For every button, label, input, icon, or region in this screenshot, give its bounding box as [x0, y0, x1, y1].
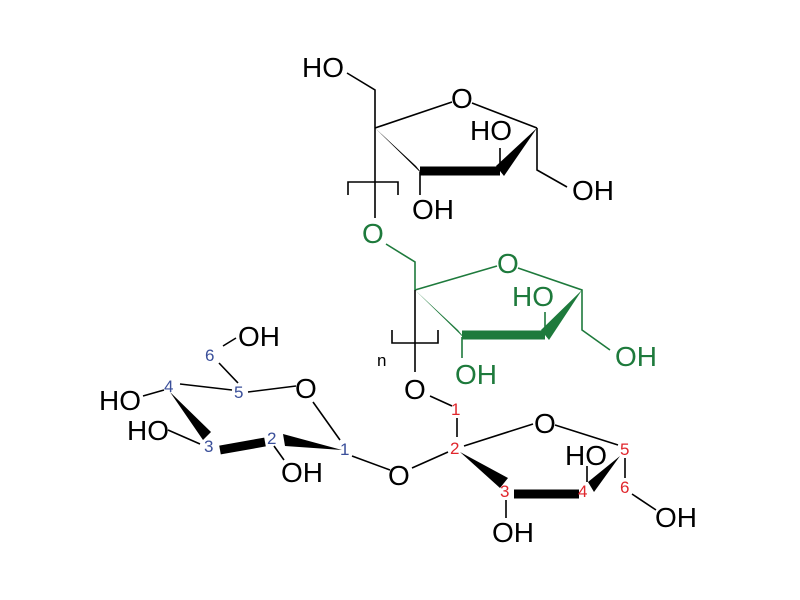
- oh-label: OH: [281, 457, 323, 488]
- carbon-number: 4: [164, 377, 173, 396]
- repeat-bracket: [391, 330, 439, 344]
- carbon-number: 1: [340, 440, 349, 459]
- wedge-bond: [588, 456, 620, 492]
- top-fructose-unit: HO O HO OH OH: [302, 52, 614, 225]
- bond: [374, 101, 568, 195]
- carbon-number: 1: [451, 400, 460, 419]
- wedge-bond: [415, 290, 466, 340]
- wedge-bond: [496, 128, 537, 176]
- carbon-number: 3: [204, 437, 213, 456]
- bond: [411, 395, 657, 518]
- wedge-bond: [283, 434, 342, 450]
- ring-oxygen: O: [497, 248, 519, 279]
- bond: [142, 337, 391, 471]
- ho-label: HO: [565, 440, 607, 471]
- bold-bond: [219, 437, 266, 455]
- ho-label: HO: [99, 385, 141, 416]
- repeat-bracket: [347, 181, 399, 195]
- carbon-number: 6: [205, 346, 214, 365]
- link-oxygen: O: [404, 374, 426, 405]
- ho-label: HO: [470, 115, 512, 146]
- sucrose-fructose-unit: O O HO OH OH 1 2 3 4 5 6: [388, 395, 697, 548]
- bond: [346, 72, 376, 218]
- glucose-unit: O OH HO HO OH 1 2 3 4 5 6: [99, 321, 391, 488]
- carbon-number: 4: [578, 482, 587, 501]
- carbon-number: 5: [234, 383, 243, 402]
- link-oxygen: O: [362, 218, 384, 249]
- carbon-number: 5: [620, 440, 629, 459]
- carbon-number: 6: [620, 478, 629, 497]
- oh-label: OH: [492, 517, 534, 548]
- wedge-bond: [460, 452, 508, 488]
- oh-label: OH: [655, 502, 697, 533]
- oh-label: OH: [572, 175, 614, 206]
- ho-label: HO: [512, 281, 554, 312]
- oh-label: OH: [238, 321, 280, 352]
- bond: [414, 265, 611, 358]
- repeat-n: n: [377, 351, 386, 370]
- ho-label: HO: [127, 415, 169, 446]
- wedge-bond: [170, 392, 211, 440]
- carbon-number: 2: [267, 429, 276, 448]
- wedge-bond: [375, 128, 424, 176]
- wedge-bond: [541, 290, 582, 340]
- oh-label: OH: [615, 341, 657, 372]
- bond: [385, 243, 416, 290]
- carbon-number: 2: [450, 439, 459, 458]
- ring-oxygen: O: [534, 408, 556, 439]
- ring-oxygen: O: [451, 83, 473, 114]
- ring-oxygen: O: [295, 373, 317, 404]
- carbon-number: 3: [500, 482, 509, 501]
- ho-label: HO: [302, 52, 344, 83]
- oh-label: OH: [412, 194, 454, 225]
- glycosidic-oxygen: O: [388, 460, 410, 491]
- oh-label: OH: [455, 359, 497, 390]
- repeat-fructose-unit: O n O HO OH OH O: [362, 218, 657, 405]
